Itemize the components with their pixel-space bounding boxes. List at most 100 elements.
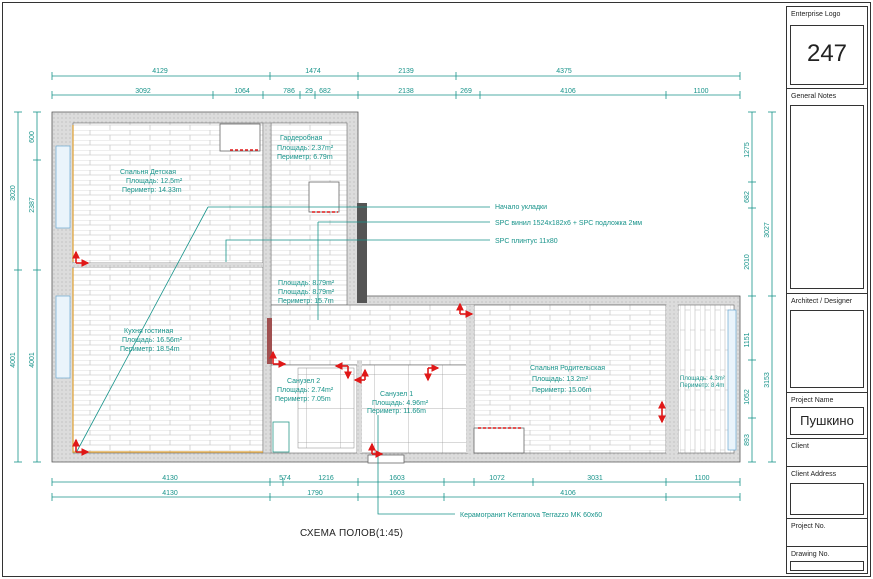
architect-box [790, 310, 864, 388]
dim-bottom-r1-7: 1100 [694, 475, 709, 482]
hall-line2: Площадь: 8.79m² [278, 289, 335, 296]
dim-right-inner-3: 2010 [744, 254, 751, 270]
dim-top-detail-4: 29 [305, 88, 313, 95]
dim-top-detail-3: 786 [283, 88, 295, 95]
general-notes-cell: General Notes [787, 89, 867, 294]
dim-top-detail-1: 3092 [135, 88, 151, 95]
bath1-area: Площадь: 4.96m² [372, 400, 429, 407]
dim-bottom-r2-2: 1790 [307, 490, 323, 497]
dim-right-inner-1: 1275 [744, 142, 751, 158]
dim-bottom-r1-4: 1603 [389, 475, 405, 482]
dim-bottom-r1-6: 3031 [587, 475, 603, 482]
bedroom-kids-area: Площадь: 12.5m² [126, 178, 183, 185]
bedroom-parents-name: Спальня Родительская [530, 365, 605, 372]
architect-label: Architect / Designer [791, 298, 853, 305]
dim-right-inner-2: 682 [744, 191, 751, 203]
dim-bottom-r2-1: 4130 [162, 490, 178, 497]
project-name-value: Пушкино [800, 413, 854, 428]
client-address-box [790, 483, 864, 515]
logo-cell: Enterprise Logo 247 [787, 7, 867, 89]
logo-number: 247 [806, 40, 848, 67]
wardrobe-name: Гардеробная [280, 134, 323, 142]
dim-right-outer-2: 3153 [764, 372, 771, 388]
project-name-box: Пушкино [790, 407, 864, 435]
callout-spc: SPC винил 1524x182x6 + SPC подложка 2мм [495, 220, 642, 227]
bath1-name: Санузел 1 [380, 391, 413, 398]
dim-left-outer-2: 4001 [10, 352, 17, 368]
bedroom-parents-area: Площадь: 13.2m² [532, 376, 589, 383]
bath2-tiles [297, 367, 355, 449]
wardrobe-perimeter: Периметр: 6.79m [277, 154, 333, 161]
balcony-line2: Периметр: 8.4m [680, 383, 724, 389]
dim-top-detail-9: 1100 [693, 88, 708, 95]
bath2-perimeter: Периметр: 7.05m [275, 396, 331, 403]
project-no-cell: Project No. [787, 519, 867, 547]
dim-top-detail-5: 682 [319, 88, 331, 95]
callout-tile: Керамогранит Kerranova Terrazzo MK 60x60 [460, 512, 602, 519]
dim-bottom-r1-5: 1072 [489, 475, 505, 482]
bath1-perimeter: Периметр: 11.66m [367, 408, 426, 415]
kitchen-name: Кухня гостиная [124, 328, 173, 335]
title-block: Enterprise Logo 247 General Notes Archit… [786, 6, 868, 574]
hall-perimeter: Периметр: 15.7m [278, 298, 334, 305]
dim-right-inner-4: 1151 [744, 332, 751, 347]
dim-left-inner-2: 2387 [29, 197, 36, 213]
laying-direction-arrows [72, 149, 666, 458]
dim-left-outer-1: 3020 [10, 185, 17, 201]
dim-right-inner-5: 1052 [744, 389, 751, 405]
dim-top-detail-8: 4106 [560, 88, 576, 95]
dim-top-overall-2: 1474 [305, 68, 321, 75]
dimension-labels: 4129 1474 2139 4375 3092 1064 786 29 682… [10, 68, 771, 497]
general-notes-label: General Notes [791, 93, 837, 100]
enterprise-logo-label: Enterprise Logo [791, 11, 841, 18]
logo-box: 247 [790, 25, 864, 85]
hall-line1: Площадь: 8.79m² [278, 280, 335, 287]
dim-top-detail-7: 269 [460, 88, 472, 95]
dim-left-inner-3: 4001 [29, 352, 36, 368]
dim-top-overall-4: 4375 [556, 68, 572, 75]
dim-bottom-r2-4: 4106 [560, 490, 576, 497]
bedroom-kids-perimeter: Периметр: 14.33m [122, 187, 182, 194]
architect-cell: Architect / Designer [787, 294, 867, 393]
client-label: Client [791, 443, 809, 450]
client-address-label: Client Address [791, 471, 837, 478]
dim-bottom-r1-1: 4130 [162, 475, 178, 482]
callouts: Начало укладки SPC винил 1524x182x6 + SP… [460, 204, 642, 519]
dimension-lines [14, 72, 776, 501]
dim-bottom-r1-2: 574 [279, 475, 291, 482]
client-cell: Client [787, 439, 867, 467]
callout-start: Начало укладки [495, 204, 547, 211]
dim-right-inner-6: 893 [744, 434, 751, 446]
wardrobe-area: Площадь: 2.37m² [277, 145, 334, 152]
drawing-no-cell: Drawing No. [787, 547, 867, 573]
bath2-name: Санузел 2 [287, 378, 320, 385]
drawing-no-box [790, 561, 864, 571]
client-address-cell: Client Address [787, 467, 867, 519]
kitchen-area: Площадь: 16.56m² [122, 337, 183, 344]
kitchen-perimeter: Периметр: 18.54m [120, 346, 180, 353]
drawing-no-label: Drawing No. [791, 551, 830, 558]
drawing-caption: СХЕМА ПОЛОВ(1:45) [300, 528, 404, 539]
dim-bottom-r2-3: 1603 [389, 490, 405, 497]
dim-left-inner-1: 600 [29, 131, 36, 143]
kitchen-floor [72, 266, 264, 454]
project-no-label: Project No. [791, 523, 826, 530]
general-notes-box [790, 105, 864, 289]
bedroom-kids-name: Спальня Детская [120, 169, 176, 176]
dim-top-detail-6: 2138 [398, 88, 414, 95]
dim-top-overall-1: 4129 [152, 68, 168, 75]
dim-top-detail-2: 1064 [234, 88, 250, 95]
leader-lines [75, 206, 490, 515]
project-name-cell: Project Name Пушкино [787, 393, 867, 439]
project-name-label: Project Name [791, 397, 834, 404]
dim-right-outer-1: 3027 [764, 222, 771, 238]
balcony-floor [677, 304, 735, 454]
dim-top-overall-3: 2139 [398, 68, 414, 75]
callout-plinth: SPC плинтус 11x80 [495, 238, 558, 245]
bedroom-parents-perimeter: Периметр: 15.06m [532, 387, 592, 394]
room-labels: Спальня Детская Площадь: 12.5m² Периметр… [120, 134, 725, 415]
hall-floor [270, 122, 348, 306]
bath2-area: Площадь: 2.74m² [277, 387, 334, 394]
